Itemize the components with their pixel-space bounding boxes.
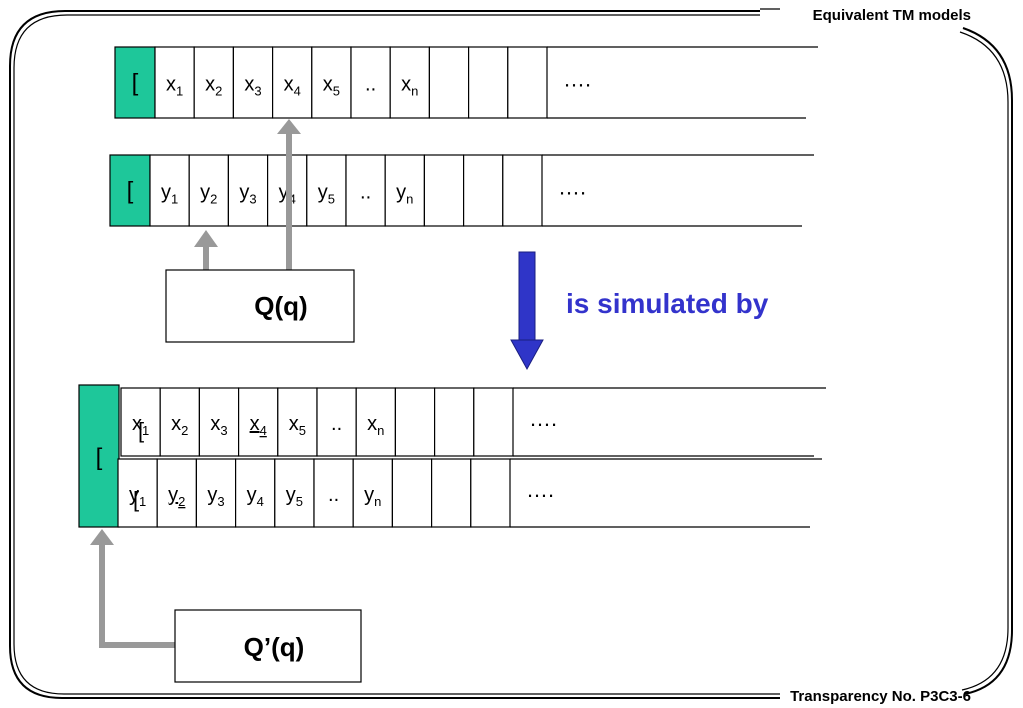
x-tape-cell [507,46,548,119]
slide-title: Equivalent TM models [812,7,971,24]
y-tape-cell-symbol: .. [360,182,371,204]
track2-start-symbol: [ [133,487,139,512]
y-tape-cell [384,154,426,227]
track1-cell [159,387,200,457]
track2-cell [235,458,276,528]
head-pointer-combined-tape [90,529,176,648]
x-tape-cell [311,46,352,119]
x-tape-cell [193,46,234,119]
track1-cell [434,387,475,457]
y-tape-start-symbol: [ [127,178,134,205]
x-tape-start-cell [114,46,156,119]
control-label-bottom: Q’(q) [244,632,305,662]
track1-cell [198,387,240,457]
y-tape-start-cell [109,154,151,227]
track1-cell [394,387,436,457]
x-tape-tail-ellipsis: …. [563,67,591,92]
y-tape-cell [463,154,504,227]
head-pointer-x-tape [277,119,301,270]
x-tape-cell [154,46,195,119]
track2-cell [391,458,433,528]
track2-cell [117,458,158,528]
track2-cell [352,458,394,528]
x-tape-cell [350,46,391,119]
slide-footer: Transparency No. P3C3-6 [790,688,971,705]
head-pointer-y-tape [194,230,218,270]
track1-cell [316,387,357,457]
control-box-bottom [174,609,362,683]
track1-tail-ellipsis: …. [529,406,557,431]
frame-outer [9,10,760,699]
y-tape-cell [227,154,269,227]
track2-tail-ellipsis: …. [526,477,554,502]
x-tape-start-symbol: [ [132,70,139,97]
y-tape-cell [423,154,465,227]
x-tape-cell-symbol: .. [365,74,376,96]
frame-right-inner [959,31,1009,691]
x-tape-cell [272,46,313,119]
y-tape-cell [502,154,543,227]
track2-cell [431,458,472,528]
simulation-arrow [510,251,544,371]
track1-cell-symbol: .. [331,413,342,435]
control-box-top [165,269,355,343]
track2-cell [313,458,354,528]
track1-cell [277,387,318,457]
track1-cell [473,387,514,457]
track2-cell [195,458,237,528]
y-tape-cell [306,154,347,227]
y-tape-cell [345,154,386,227]
track2-cell [470,458,511,528]
x-tape-cell [428,46,470,119]
frame-right [962,27,1013,695]
x-tape-cell [468,46,509,119]
simulation-caption: is simulated by [566,288,769,319]
combined-start-cell [78,384,120,528]
y-tape-tail-ellipsis: …. [558,175,586,200]
track2-cell-symbol: .. [328,484,339,506]
track2-cell [156,458,197,528]
frame-inner [13,14,760,695]
track1-start-symbol: [ [138,418,144,443]
combined-start-symbol: [ [96,444,103,471]
control-label-top: Q(q) [254,291,307,321]
